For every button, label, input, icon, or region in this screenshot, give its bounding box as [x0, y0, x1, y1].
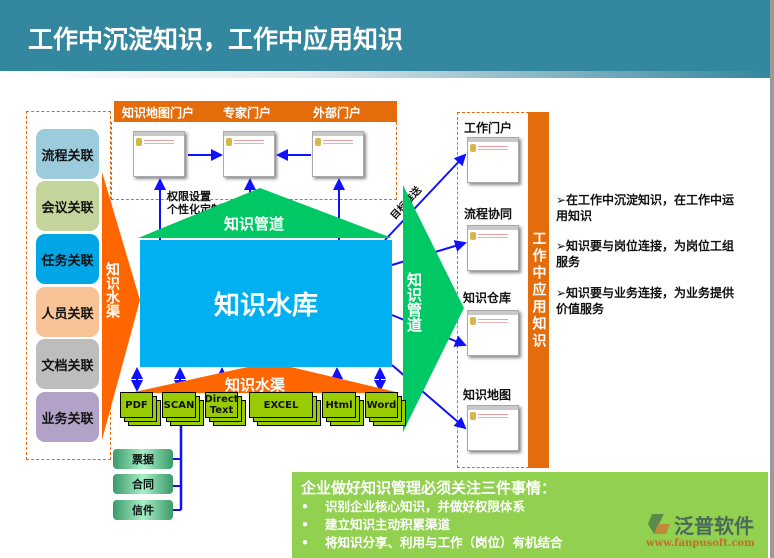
arrow — [384, 153, 467, 241]
relation-document: 文档关联 — [36, 339, 99, 389]
summary-box: 企业做好知识管理必须关注三件事情： •识别企业核心知识，并做好权限体系 •建立知… — [292, 472, 768, 558]
logo-name: 泛普软件 — [674, 514, 754, 538]
apply-knowledge-label: 工作中应用知识 — [530, 230, 547, 350]
portal-screenshot — [223, 131, 275, 177]
slide-edge — [770, 0, 774, 558]
summary-title: 企业做好知识管理必须关注三件事情： — [301, 479, 557, 497]
header-bar — [0, 0, 770, 71]
file-type-direct-text: Direct Text — [204, 392, 239, 418]
right-label-process: 流程协同 — [464, 207, 513, 221]
file-type-html: Html — [322, 392, 356, 418]
page-title: 工作中沉淀知识，工作中应用知识 — [28, 25, 404, 54]
top-portal-bar — [114, 101, 397, 122]
relation-process: 流程关联 — [36, 129, 99, 179]
source-contract: 合同 — [113, 474, 173, 494]
repository-label: 知识水库 — [213, 291, 318, 321]
principle-2: ➢知识要与岗位连接，为岗位工组服务 — [556, 239, 735, 269]
summary-list: •识别企业核心知识，并做好权限体系 •建立知识主动积累渠道 •将知识分享、利用与… — [301, 498, 563, 552]
relation-person: 人员关联 — [36, 287, 99, 337]
bottom-channel-label: 知识水渠 — [225, 376, 286, 394]
logo-leaf-icon — [648, 514, 670, 534]
relation-meeting: 会议关联 — [36, 181, 99, 231]
summary-item: •建立知识主动积累渠道 — [301, 517, 451, 532]
portal-label-knowledge-map: 知识地图门户 — [122, 106, 195, 120]
right-label-work-portal: 工作门户 — [464, 121, 513, 135]
bottom-channel-arrow — [130, 362, 400, 393]
logo-url: www.fanpusoft.com — [646, 538, 755, 549]
principle-3: ➢知识要与业务连接，为业务提供价值服务 — [556, 286, 735, 316]
portal-screenshot — [467, 137, 519, 183]
file-type-excel: EXCEL — [249, 392, 313, 418]
right-pipeline-arrow — [403, 185, 464, 432]
portal-screenshot — [467, 310, 519, 356]
portal-screenshot — [133, 131, 185, 177]
top-pipeline-label: 知识管道 — [224, 215, 285, 233]
principle-1: ➢在工作中沉淀知识，在工作中运用知识 — [556, 193, 735, 223]
right-pipeline-label: 知识管道 — [405, 272, 423, 332]
file-type-word: Word — [365, 392, 398, 418]
apply-knowledge-bar: 工作中应用知识 — [528, 112, 549, 468]
left-channel-arrow — [102, 172, 140, 440]
portal-label-expert: 专家门户 — [223, 106, 272, 120]
summary-item: •将知识分享、利用与工作（岗位）有机结合 — [301, 535, 563, 550]
top-pipeline-arrow — [138, 188, 392, 238]
right-label-knowledge-map: 知识地图 — [463, 388, 512, 402]
source-letter: 信件 — [113, 500, 173, 520]
right-label-repository: 知识仓库 — [463, 291, 512, 305]
portal-label-external: 外部门户 — [313, 106, 362, 120]
relation-task: 任务关联 — [36, 234, 99, 284]
portal-screenshot — [312, 131, 364, 177]
file-type-pdf: PDF — [120, 392, 153, 418]
file-type-scan: SCAN — [162, 392, 196, 418]
source-receipt: 票据 — [113, 449, 173, 469]
portal-screenshot — [467, 225, 519, 271]
portal-screenshot — [467, 405, 519, 451]
relation-business: 业务关联 — [36, 392, 99, 442]
summary-item: •识别企业核心知识，并做好权限体系 — [301, 499, 526, 514]
header-divider — [0, 71, 770, 78]
left-channel-label: 知识水渠 — [104, 262, 120, 318]
knowledge-repository: 知识水库 — [140, 240, 392, 367]
